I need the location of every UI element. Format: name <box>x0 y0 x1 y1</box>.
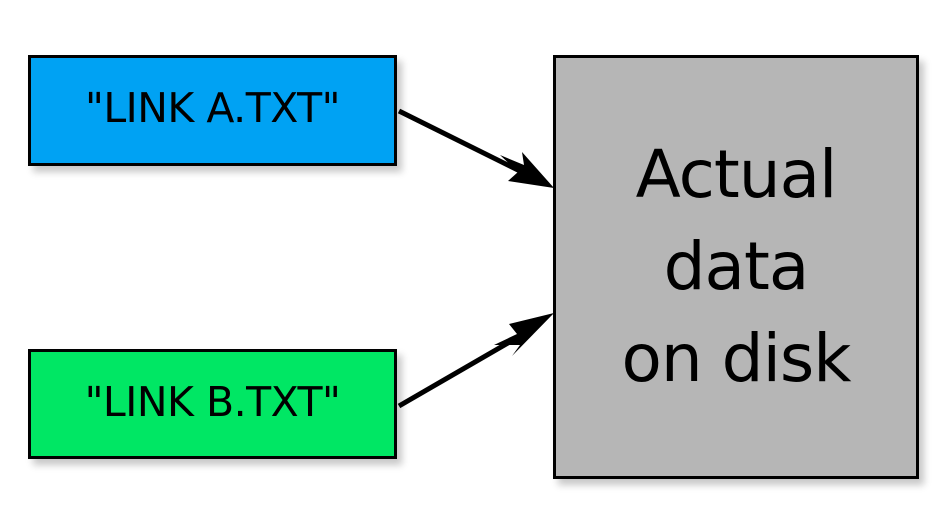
node-link-a-label: "LINK A.TXT" <box>84 84 341 132</box>
node-link-b-label: "LINK B.TXT" <box>84 377 341 426</box>
edge-link-a-to-disk <box>397 108 554 188</box>
edge-link-a-to-disk-arrowhead <box>500 152 554 188</box>
edge-link-b-to-disk <box>397 313 554 409</box>
node-disk-label-line-2: data <box>663 228 810 305</box>
node-link-a[interactable]: "LINK A.TXT" <box>28 55 397 166</box>
node-disk-label-line-3: on disk <box>621 320 851 397</box>
edge-link-b-to-disk-line <box>397 333 522 409</box>
node-link-b[interactable]: "LINK B.TXT" <box>28 349 397 459</box>
node-actual-data-on-disk[interactable]: Actual data on disk <box>553 55 919 479</box>
edge-link-a-to-disk-line <box>397 108 540 183</box>
node-disk-label-line-1: Actual <box>635 136 838 213</box>
edge-link-b-to-disk-arrowhead <box>494 313 554 356</box>
